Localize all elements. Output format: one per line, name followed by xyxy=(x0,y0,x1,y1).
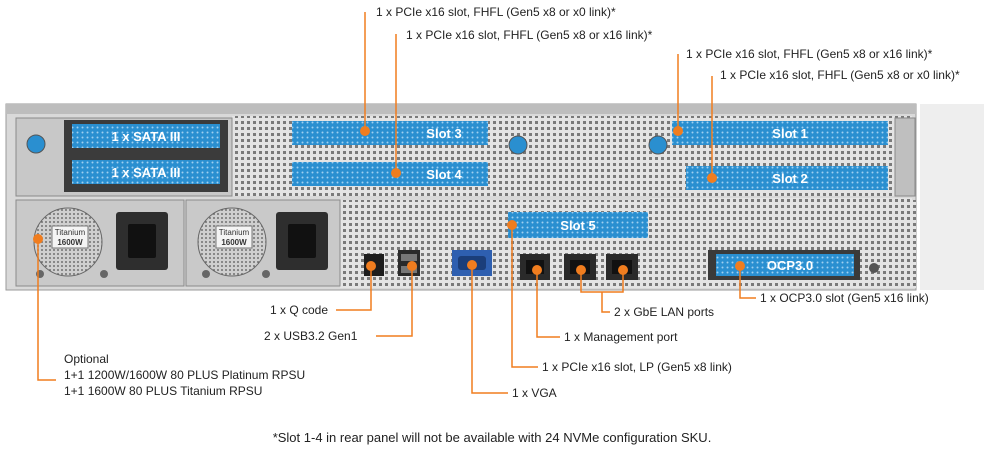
psu-2-watt: 1600W xyxy=(221,238,247,247)
psu-2: Titanium 1600W xyxy=(185,199,341,287)
ocp-slot: OCP3.0 xyxy=(708,250,879,280)
slot-4: Slot 4 xyxy=(292,162,488,186)
callout-lines xyxy=(37,12,756,394)
slot-1-label: Slot 1 xyxy=(772,126,807,141)
label-psu-line1: 1+1 1200W/1600W 80 PLUS Platinum RPSU xyxy=(64,368,306,382)
psu-1: Titanium 1600W xyxy=(15,199,185,287)
label-lan: 2 x GbE LAN ports xyxy=(614,305,715,319)
label-psu-line2: 1+1 1600W 80 PLUS Titanium RPSU xyxy=(64,384,263,398)
label-slot5: 1 x PCIe x16 slot, LP (Gen5 x8 link) xyxy=(542,360,732,374)
label-ocp: 1 x OCP3.0 slot (Gen5 x16 link) xyxy=(760,291,929,305)
footnote: *Slot 1-4 in rear panel will not be avai… xyxy=(272,430,712,445)
slot-2-label: Slot 2 xyxy=(772,171,807,186)
label-slot2: 1 x PCIe x16 slot, FHFL (Gen5 x8 or x0 l… xyxy=(720,68,960,82)
psu-1-watt: 1600W xyxy=(57,238,83,247)
label-mgmt: 1 x Management port xyxy=(564,330,678,344)
psu-1-brand: Titanium xyxy=(55,228,86,237)
thumb-screw-icon xyxy=(648,135,668,155)
slot-3-label: Slot 3 xyxy=(426,126,461,141)
ocp-slot-label: OCP3.0 xyxy=(767,258,813,273)
psu-2-brand: Titanium xyxy=(219,228,250,237)
sata-bay-1-label: 1 x SATA III xyxy=(111,129,180,144)
slot-3: Slot 3 xyxy=(292,121,488,145)
label-slot3: 1 x PCIe x16 slot, FHFL (Gen5 x8 or x0 l… xyxy=(376,5,616,19)
slot-2: Slot 2 xyxy=(686,166,888,190)
thumb-screw-icon xyxy=(508,135,528,155)
slot-5: Slot 5 xyxy=(508,212,648,238)
label-vga: 1 x VGA xyxy=(512,386,557,400)
label-slot4: 1 x PCIe x16 slot, FHFL (Gen5 x8 or x16 … xyxy=(406,28,653,42)
callout-dots xyxy=(33,126,745,275)
slot-4-label: Slot 4 xyxy=(426,167,462,182)
label-usb: 2 x USB3.2 Gen1 xyxy=(264,329,358,343)
slot-1: Slot 1 xyxy=(672,121,888,145)
sata-bay-2: 1 x SATA III xyxy=(72,160,220,184)
sata-bay-2-label: 1 x SATA III xyxy=(111,165,180,180)
label-slot1: 1 x PCIe x16 slot, FHFL (Gen5 x8 or x16 … xyxy=(686,47,933,61)
slot-5-label: Slot 5 xyxy=(560,218,595,233)
sata-bay-1: 1 x SATA III xyxy=(72,124,220,148)
label-qcode: 1 x Q code xyxy=(270,303,329,317)
label-psu-title: Optional xyxy=(64,352,109,366)
